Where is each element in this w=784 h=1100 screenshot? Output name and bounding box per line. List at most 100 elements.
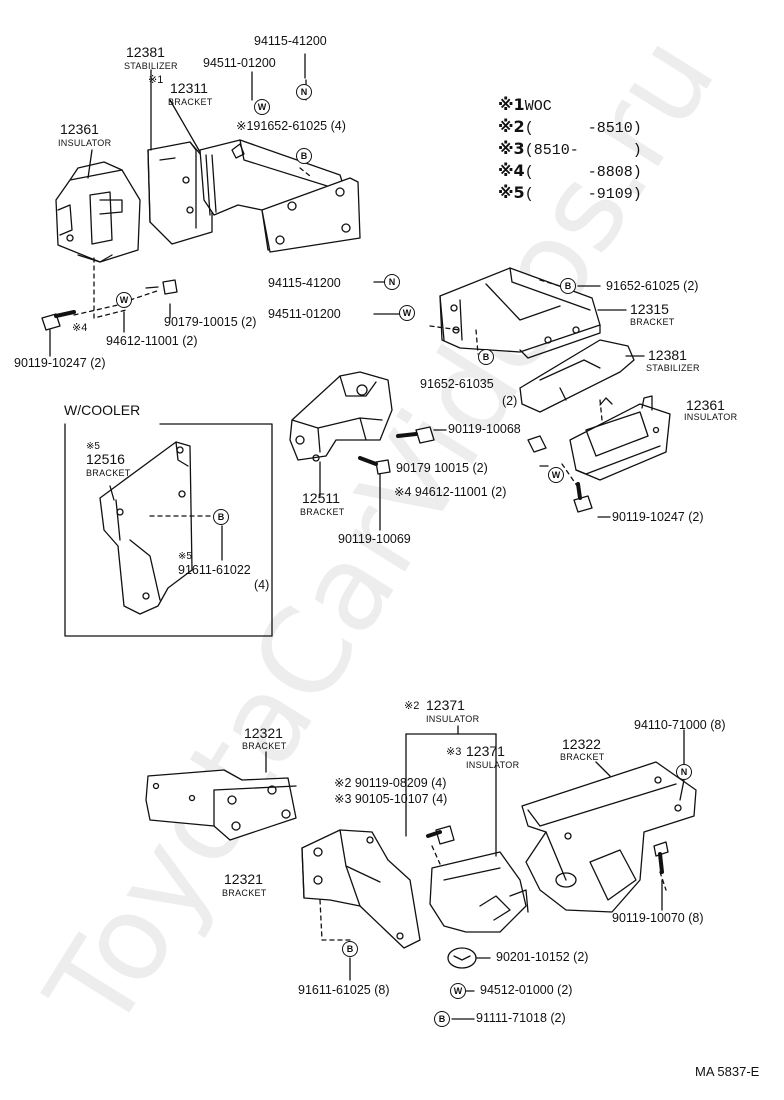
part-number-90119-10247-right: 90119-10247 (2) <box>612 510 704 524</box>
part-name-insulator-12371-b: INSULATOR <box>466 760 520 770</box>
part-number-12381-right: 12381 <box>648 347 687 363</box>
part-number-12315: 12315 <box>630 301 669 317</box>
symbol-w-top: W <box>254 99 270 115</box>
symbol-n-top: N <box>296 84 312 100</box>
part-number-12321-top: 12321 <box>244 725 283 741</box>
symbol-b-cooler: B <box>213 509 229 525</box>
part-number-91611-61025: 91611-61025 (8) <box>298 983 390 997</box>
leader-lines-cooler <box>109 485 223 561</box>
mark-91611-61022: ※5 <box>178 551 192 562</box>
part-name-bracket-12311: BRACKET <box>168 97 213 107</box>
leader-lines-bottom <box>265 725 685 1020</box>
part-qty-91652-61035: (2) <box>502 394 518 408</box>
symbol-n-right: N <box>384 274 400 290</box>
symbol-w-bottom: W <box>450 983 466 999</box>
mark-12371-a: ※2 <box>404 700 420 712</box>
mark-12516: ※5 <box>86 441 100 452</box>
symbol-w-right-lower: W <box>548 467 564 483</box>
part-number-12321-bottom: 12321 <box>224 871 263 887</box>
part-name-stabilizer-top: STABILIZER <box>124 61 178 71</box>
part-number-90119-10068: 90119-10068 <box>448 422 521 436</box>
wcooler-title: W/COOLER <box>64 402 141 418</box>
hardware-bottom <box>426 825 669 969</box>
legend-row-4: ※4( -8808) <box>498 161 642 181</box>
part-number-90119-10247-top: 90119-10247 (2) <box>14 356 106 370</box>
part-number-94612-11001-top: 94612-11001 (2) <box>106 334 198 348</box>
part-name-insulator-top: INSULATOR <box>58 138 112 148</box>
part-number-94115-41200-right: 94115-41200 <box>268 276 341 290</box>
part-name-bracket-12516: BRACKET <box>86 468 131 478</box>
hardware-right <box>358 426 593 513</box>
part-name-bracket-12315: BRACKET <box>630 317 675 327</box>
part-name-insulator-right: INSULATOR <box>684 412 738 422</box>
part-number-94110-71000: 94110-71000 (8) <box>634 718 726 732</box>
leader-lines-right <box>319 281 645 531</box>
mark-94612-top: ※4 <box>72 322 88 334</box>
symbol-b-right-top: B <box>560 278 576 294</box>
part-name-insulator-12371-a: INSULATOR <box>426 714 480 724</box>
guide-lines-bottom <box>319 845 667 941</box>
part-number-91652-61025-top: ※191652-61025 (4) <box>236 119 346 133</box>
guide-lines-right <box>429 279 603 491</box>
part-number-94115-41200-top: 94115-41200 <box>254 34 327 48</box>
mark-12311: ※1 <box>148 74 164 86</box>
part-number-90119-10069: 90119-10069 <box>338 532 411 546</box>
part-number-12516: 12516 <box>86 451 125 467</box>
legend-row-5: ※5( -9109) <box>498 183 642 203</box>
legend-row-1: ※1WOC <box>498 95 552 115</box>
part-number-94511-01200-top: 94511-01200 <box>203 56 276 70</box>
part-number-90179-10015-right: 90179 10015 (2) <box>396 461 488 475</box>
symbol-n-bottom: N <box>676 764 692 780</box>
document-id: MA 5837-E <box>695 1064 760 1079</box>
insulator-12371 <box>429 851 529 933</box>
part-name-bracket-12511: BRACKET <box>300 507 345 517</box>
symbol-w-left: W <box>116 292 132 308</box>
bracket-12511 <box>289 371 393 462</box>
stabilizer-12381-top <box>147 141 213 245</box>
part-number-91111-71018: 91111-71018 (2) <box>476 1011 566 1025</box>
part-name-bracket-12322: BRACKET <box>560 752 605 762</box>
part-number-12361-right: 12361 <box>686 397 725 413</box>
part-number-12371-a: 12371 <box>426 697 465 713</box>
part-number-91652-61035: 91652-61035 <box>420 377 494 391</box>
part-number-12311: 12311 <box>170 80 208 96</box>
bracket-12322 <box>521 761 697 913</box>
legend: ※1WOC ※2( -8510) ※3(8510- ) ※4( -8808) ※… <box>498 95 642 205</box>
part-number-90119-10070: 90119-10070 (8) <box>612 911 704 925</box>
part-name-bracket-12321-bottom: BRACKET <box>222 888 267 898</box>
bracket-12516 <box>99 441 193 615</box>
leader-lines-top <box>49 53 306 357</box>
part-number-12371-b: 12371 <box>466 743 505 759</box>
part-name-stabilizer-right: STABILIZER <box>646 363 700 373</box>
bracket-12315 <box>439 267 601 359</box>
part-number-12322: 12322 <box>562 736 601 752</box>
symbol-b-bottom: B <box>342 941 358 957</box>
part-number-91652-61025-right: 91652-61025 (2) <box>606 279 699 293</box>
symbol-b-bottom-legend: B <box>434 1011 450 1027</box>
part-number-94612-11001-right: ※4 94612-11001 (2) <box>394 485 507 499</box>
symbol-b-right: B <box>478 349 494 365</box>
symbol-b-top: B <box>296 148 312 164</box>
part-number-90201-10152: 90201-10152 (2) <box>496 950 589 964</box>
part-number-91611-61022: 91611-61022 <box>178 563 251 577</box>
part-number-12511: 12511 <box>302 490 340 506</box>
part-number-12361-top: 12361 <box>60 121 99 137</box>
bracket-12321-top <box>145 769 297 841</box>
stabilizer-12381-right <box>519 339 635 413</box>
part-name-bracket-12321-top: BRACKET <box>242 741 287 751</box>
bracket-12321-bottom <box>301 829 421 949</box>
insulator-12361-right <box>569 395 671 481</box>
legend-row-2: ※2( -8510) <box>498 117 642 137</box>
part-number-94512-01000: 94512-01000 (2) <box>480 983 573 997</box>
symbol-w-right: W <box>399 305 415 321</box>
bracket-12311 <box>199 139 361 253</box>
part-number-94511-01200-right: 94511-01200 <box>268 307 341 321</box>
wcooler-frame <box>64 423 273 637</box>
part-number-90119-08209: ※2 90119-08209 (4) <box>334 776 447 790</box>
mark-12371-b: ※3 <box>446 746 462 758</box>
part-number-90105-10107: ※3 90105-10107 (4) <box>334 792 448 806</box>
insulator-12361-top <box>55 161 141 263</box>
part-number-12381-top: 12381 <box>126 44 165 60</box>
